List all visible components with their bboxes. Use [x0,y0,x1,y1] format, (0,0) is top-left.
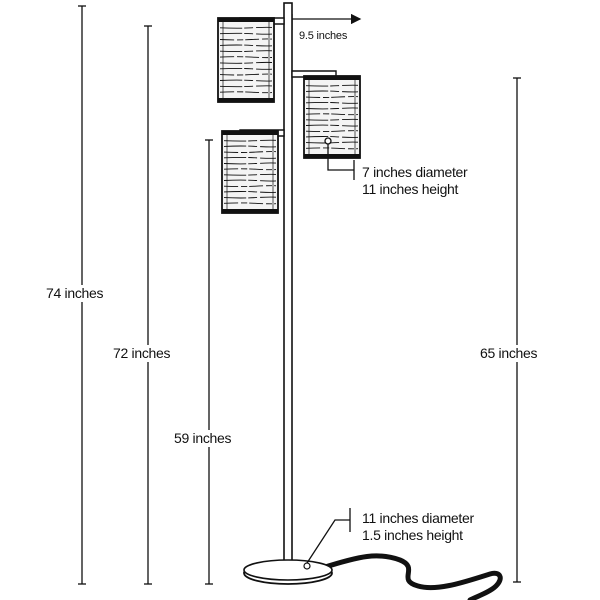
base-height: 1.5 inches height [362,527,463,543]
lamp-shade-left [221,130,279,214]
shade-spec-text: 7 inches diameter 11 inches height [362,164,468,198]
shade-callout [324,137,355,180]
base-callout [306,508,351,564]
power-cord [319,553,503,600]
lamp-base [243,559,333,585]
base-diameter: 11 inches diameter [362,510,474,526]
lamp-shade-right [303,75,361,159]
label-overall-height: 74 inches [46,285,104,302]
lamp-pole [283,2,293,574]
dimension-line-65 [513,77,521,583]
base-callout-marker [303,562,311,570]
label-arm-length: 9.5 inches [299,28,347,45]
label-right-shade-height: 65 inches [480,345,538,362]
base-spec-text: 11 inches diameter 1.5 inches height [362,510,474,544]
shade-height: 11 inches height [362,181,459,197]
dimension-line-59 [205,139,213,585]
label-lower-shade-height: 59 inches [174,430,232,447]
dimension-line-72 [144,25,152,585]
lamp-shade-top [217,17,275,103]
label-upper-shade-height: 72 inches [113,345,171,362]
shade-diameter: 7 inches diameter [362,164,468,180]
